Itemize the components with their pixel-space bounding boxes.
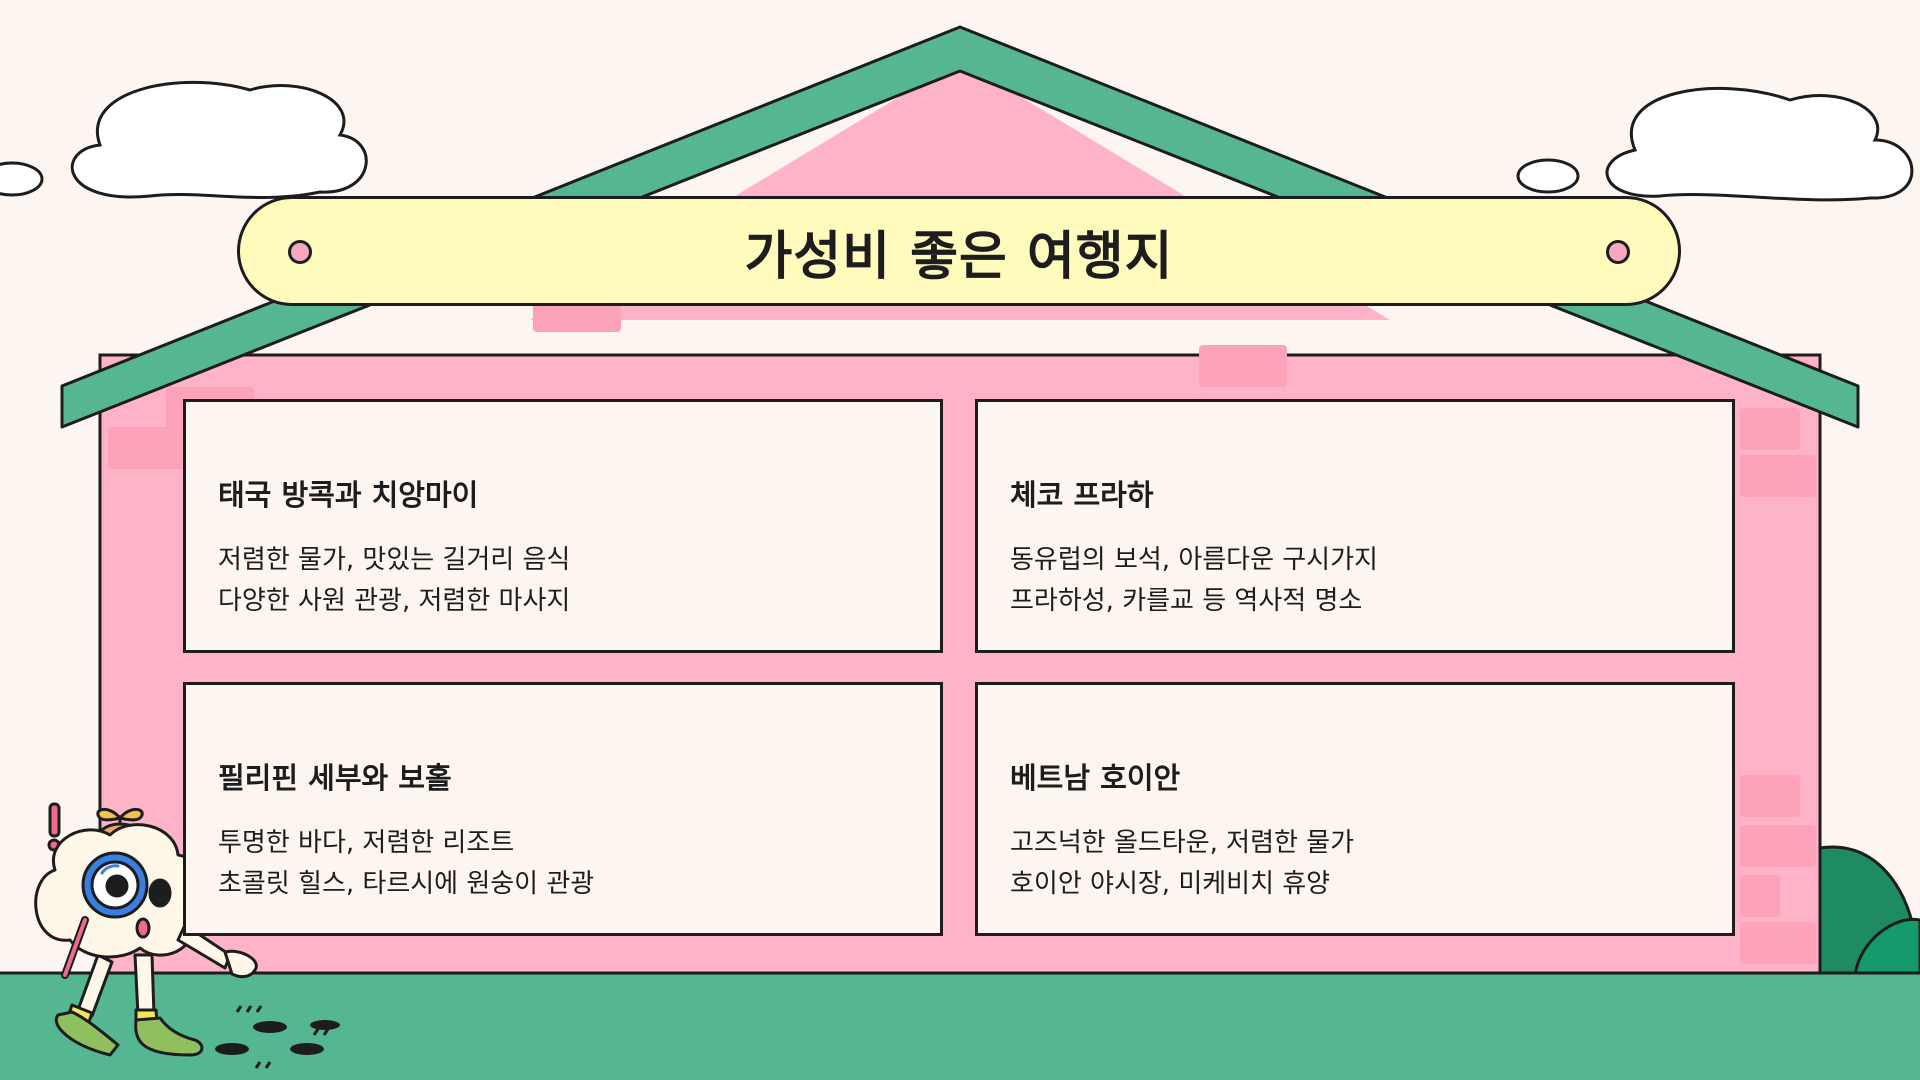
- banner-dot-right: [1606, 240, 1630, 264]
- destination-card-philippines: 필리핀 세부와 보홀 투명한 바다, 저렴한 리조트 초콜릿 힐스, 타르시에 …: [183, 682, 943, 936]
- card-line: 다양한 사원 관광, 저렴한 마사지: [218, 586, 571, 616]
- card-line: 초콜릿 힐스, 타르시에 원숭이 관광: [218, 869, 595, 899]
- cloud-icon: [1516, 86, 1914, 202]
- footprint-dashes: [235, 1005, 330, 1069]
- ground: [0, 971, 1920, 1080]
- footprints-icon: [215, 1020, 340, 1055]
- bush-icon: [1818, 845, 1920, 977]
- card-title: 베트남 호이안: [1010, 761, 1181, 795]
- card-line: 호이안 야시장, 미케비치 휴양: [1010, 869, 1331, 899]
- card-line: 투명한 바다, 저렴한 리조트: [218, 828, 515, 858]
- card-title: 태국 방콕과 치앙마이: [218, 478, 479, 512]
- destination-card-czech: 체코 프라하 동유럽의 보석, 아름다운 구시가지 프라하성, 카를교 등 역사…: [975, 399, 1735, 653]
- card-line: 동유럽의 보석, 아름다운 구시가지: [1010, 545, 1378, 575]
- card-title: 체코 프라하: [1010, 478, 1154, 512]
- magnifier-character-illustration: [34, 802, 258, 1057]
- page-title: 가성비 좋은 여행지: [744, 226, 1174, 287]
- card-line: 저렴한 물가, 맛있는 길거리 음식: [218, 545, 571, 575]
- card-line: 프라하성, 카를교 등 역사적 명소: [1010, 586, 1363, 616]
- title-banner: 가성비 좋은 여행지: [237, 196, 1681, 306]
- destination-card-thailand: 태국 방콕과 치앙마이 저렴한 물가, 맛있는 길거리 음식 다양한 사원 관광…: [183, 399, 943, 653]
- cloud-icon: [0, 80, 368, 199]
- house-roof: [60, 25, 1860, 429]
- destination-card-vietnam: 베트남 호이안 고즈넉한 올드타운, 저렴한 물가 호이안 야시장, 미케비치 …: [975, 682, 1735, 936]
- card-title: 필리핀 세부와 보홀: [218, 761, 452, 795]
- card-line: 고즈넉한 올드타운, 저렴한 물가: [1010, 828, 1355, 858]
- banner-dot-left: [288, 240, 312, 264]
